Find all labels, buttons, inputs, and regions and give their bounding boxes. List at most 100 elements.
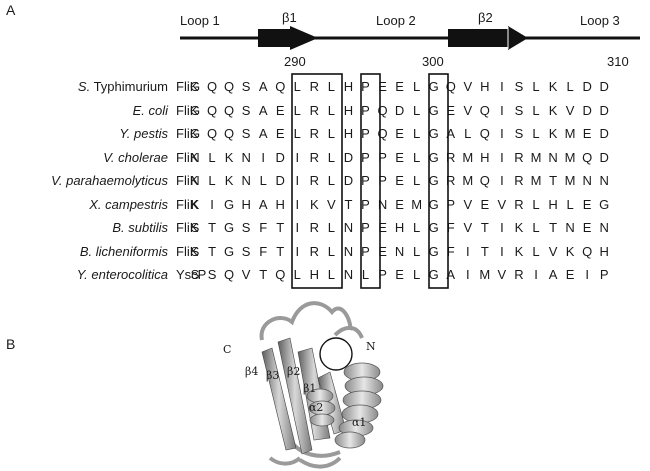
box-proline xyxy=(360,73,381,289)
residue: H xyxy=(343,79,354,94)
residue: R xyxy=(309,243,320,259)
residue: L xyxy=(293,267,301,282)
residue: P xyxy=(361,196,370,212)
residue: S xyxy=(514,102,524,118)
residue: S xyxy=(514,79,524,94)
species-name: B. subtilis xyxy=(112,220,168,235)
residue: N xyxy=(599,173,609,188)
residue: E xyxy=(446,102,456,118)
residue: R xyxy=(309,102,320,118)
residue: N xyxy=(548,149,558,165)
species-name: V. parahaemolyticus xyxy=(51,173,168,188)
residue: E xyxy=(582,196,592,212)
residue: S xyxy=(241,243,251,259)
residue: H xyxy=(480,149,490,165)
residue: G xyxy=(428,126,439,141)
residue: R xyxy=(309,79,320,94)
residue: H xyxy=(548,196,558,212)
residue: N xyxy=(377,196,388,212)
residue: L xyxy=(327,79,335,94)
residue: M xyxy=(564,149,576,165)
residue: V xyxy=(327,196,336,212)
residue: L xyxy=(208,149,216,165)
residue: Q xyxy=(224,126,235,141)
residue: K xyxy=(514,220,524,235)
residue: L xyxy=(327,220,335,235)
residue: F xyxy=(446,220,455,235)
residue: G xyxy=(189,79,201,94)
residue: G xyxy=(189,126,201,141)
residue: L xyxy=(413,173,421,188)
residue: I xyxy=(500,79,504,94)
residue: L xyxy=(413,79,421,94)
residue: H xyxy=(275,196,285,212)
residue: M xyxy=(462,173,474,188)
loop1-label: Loop 1 xyxy=(180,13,220,28)
residue: I xyxy=(295,173,300,188)
residue: L xyxy=(464,126,472,141)
residue: E xyxy=(395,267,404,282)
residue: E xyxy=(378,220,387,235)
residue: K xyxy=(224,173,234,188)
residue: L xyxy=(361,267,370,282)
residue: G xyxy=(189,102,201,118)
residue: G xyxy=(428,196,439,212)
residue: Q xyxy=(206,126,218,141)
residue: L xyxy=(413,243,421,259)
residue: Q xyxy=(479,102,490,118)
residue: D xyxy=(599,149,609,165)
box-glycine xyxy=(428,73,449,289)
residue: G xyxy=(224,243,235,259)
residue: P xyxy=(446,196,456,212)
residue: E xyxy=(275,126,285,141)
residue: G xyxy=(428,267,439,282)
residue: V xyxy=(463,196,473,212)
residue: S xyxy=(241,79,251,94)
residue: I xyxy=(500,173,504,188)
residue: Q xyxy=(275,267,286,282)
residue: P xyxy=(361,220,370,235)
residue: E xyxy=(582,126,592,141)
residue: E xyxy=(395,173,404,188)
residue: P xyxy=(378,149,387,165)
species-name: B. licheniformis xyxy=(79,243,168,259)
residue: L xyxy=(259,173,267,188)
residue: A xyxy=(258,126,268,141)
c-terminus-label: C xyxy=(223,343,232,356)
residue: K xyxy=(548,126,558,141)
residue: D xyxy=(599,126,609,141)
species-serovar: Typhimurium xyxy=(90,79,168,94)
residue: N xyxy=(394,243,405,259)
residue: D xyxy=(599,79,609,94)
residue: T xyxy=(480,220,489,235)
residue: T xyxy=(344,196,353,212)
residue: S xyxy=(190,243,200,259)
residue: M xyxy=(411,196,423,212)
residue: T xyxy=(259,267,268,282)
n-terminus-label: N xyxy=(366,340,376,353)
residue: V xyxy=(497,196,507,212)
residue: P xyxy=(361,126,370,141)
residue: L xyxy=(327,102,335,118)
residue: S xyxy=(514,126,524,141)
residue: L xyxy=(327,173,335,188)
residue: R xyxy=(514,173,524,188)
residue: K xyxy=(548,102,558,118)
residue: G xyxy=(224,220,235,235)
residue: S xyxy=(241,220,251,235)
residue: H xyxy=(394,220,405,235)
residue: Q xyxy=(479,126,490,141)
residue: E xyxy=(275,102,285,118)
protein-name: FliK xyxy=(176,79,199,94)
residue: H xyxy=(480,79,490,94)
residue: E xyxy=(378,243,387,259)
protein-name: FliK xyxy=(176,243,199,259)
position-300: 300 xyxy=(422,54,444,69)
residue: A xyxy=(548,267,558,282)
loop2-label: Loop 2 xyxy=(376,13,416,28)
residue: L xyxy=(413,102,421,118)
residue: N xyxy=(343,220,354,235)
residue: I xyxy=(500,149,504,165)
residue: I xyxy=(500,126,504,141)
